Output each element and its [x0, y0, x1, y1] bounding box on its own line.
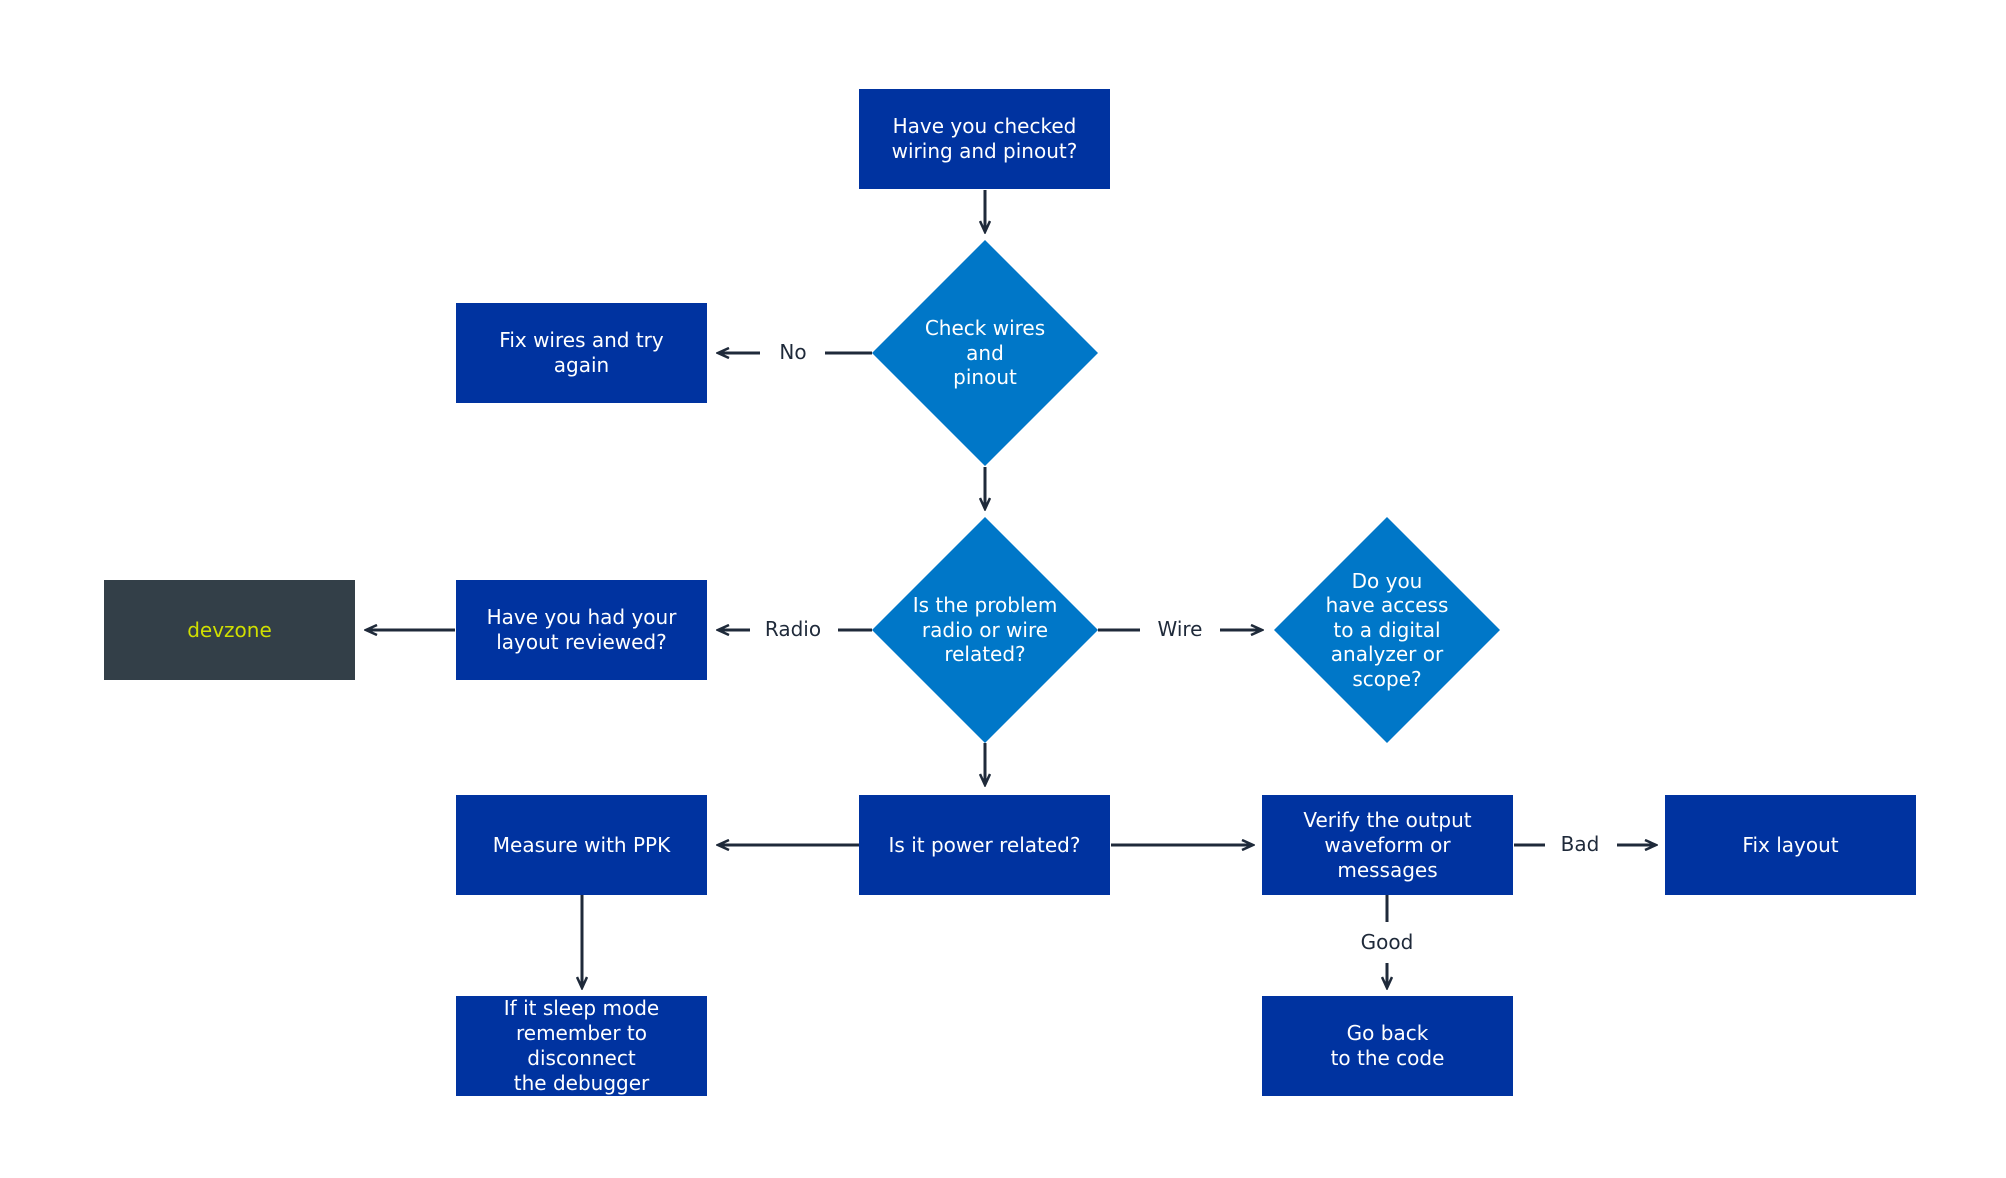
node-verify-output: Verify the output waveform or messages: [1262, 795, 1513, 895]
node-sleep-mode: If it sleep mode remember to disconnect …: [456, 996, 707, 1096]
node-power-related: Is it power related?: [859, 795, 1110, 895]
decision-radio-or-wire-label: Is the problem radio or wire related?: [912, 593, 1058, 667]
decision-digital-analyzer: Do you have access to a digital analyzer…: [1272, 515, 1502, 745]
edge-label-radio: Radio: [760, 617, 826, 641]
edge-label-bad: Bad: [1556, 832, 1604, 856]
edge-label-wire: Wire: [1153, 617, 1207, 641]
decision-check-wires: Check wires and pinout: [870, 238, 1100, 468]
edge-label-no: No: [775, 340, 811, 364]
decision-digital-analyzer-label: Do you have access to a digital analyzer…: [1325, 568, 1449, 691]
diamond-shape: [1274, 517, 1500, 743]
node-go-back: Go back to the code: [1262, 996, 1513, 1096]
node-measure-ppk: Measure with PPK: [456, 795, 707, 895]
node-fix-wires: Fix wires and try again: [456, 303, 707, 403]
node-devzone: devzone: [104, 580, 355, 680]
node-layout-reviewed: Have you had your layout reviewed?: [456, 580, 707, 680]
node-checked-wiring: Have you checked wiring and pinout?: [859, 89, 1110, 189]
decision-check-wires-label: Check wires and pinout: [924, 316, 1046, 390]
diamond-shape: [872, 517, 1098, 743]
edge-label-good: Good: [1356, 930, 1418, 954]
node-fix-layout: Fix layout: [1665, 795, 1916, 895]
diamond-shape: [872, 240, 1098, 466]
decision-radio-or-wire: Is the problem radio or wire related?: [870, 515, 1100, 745]
